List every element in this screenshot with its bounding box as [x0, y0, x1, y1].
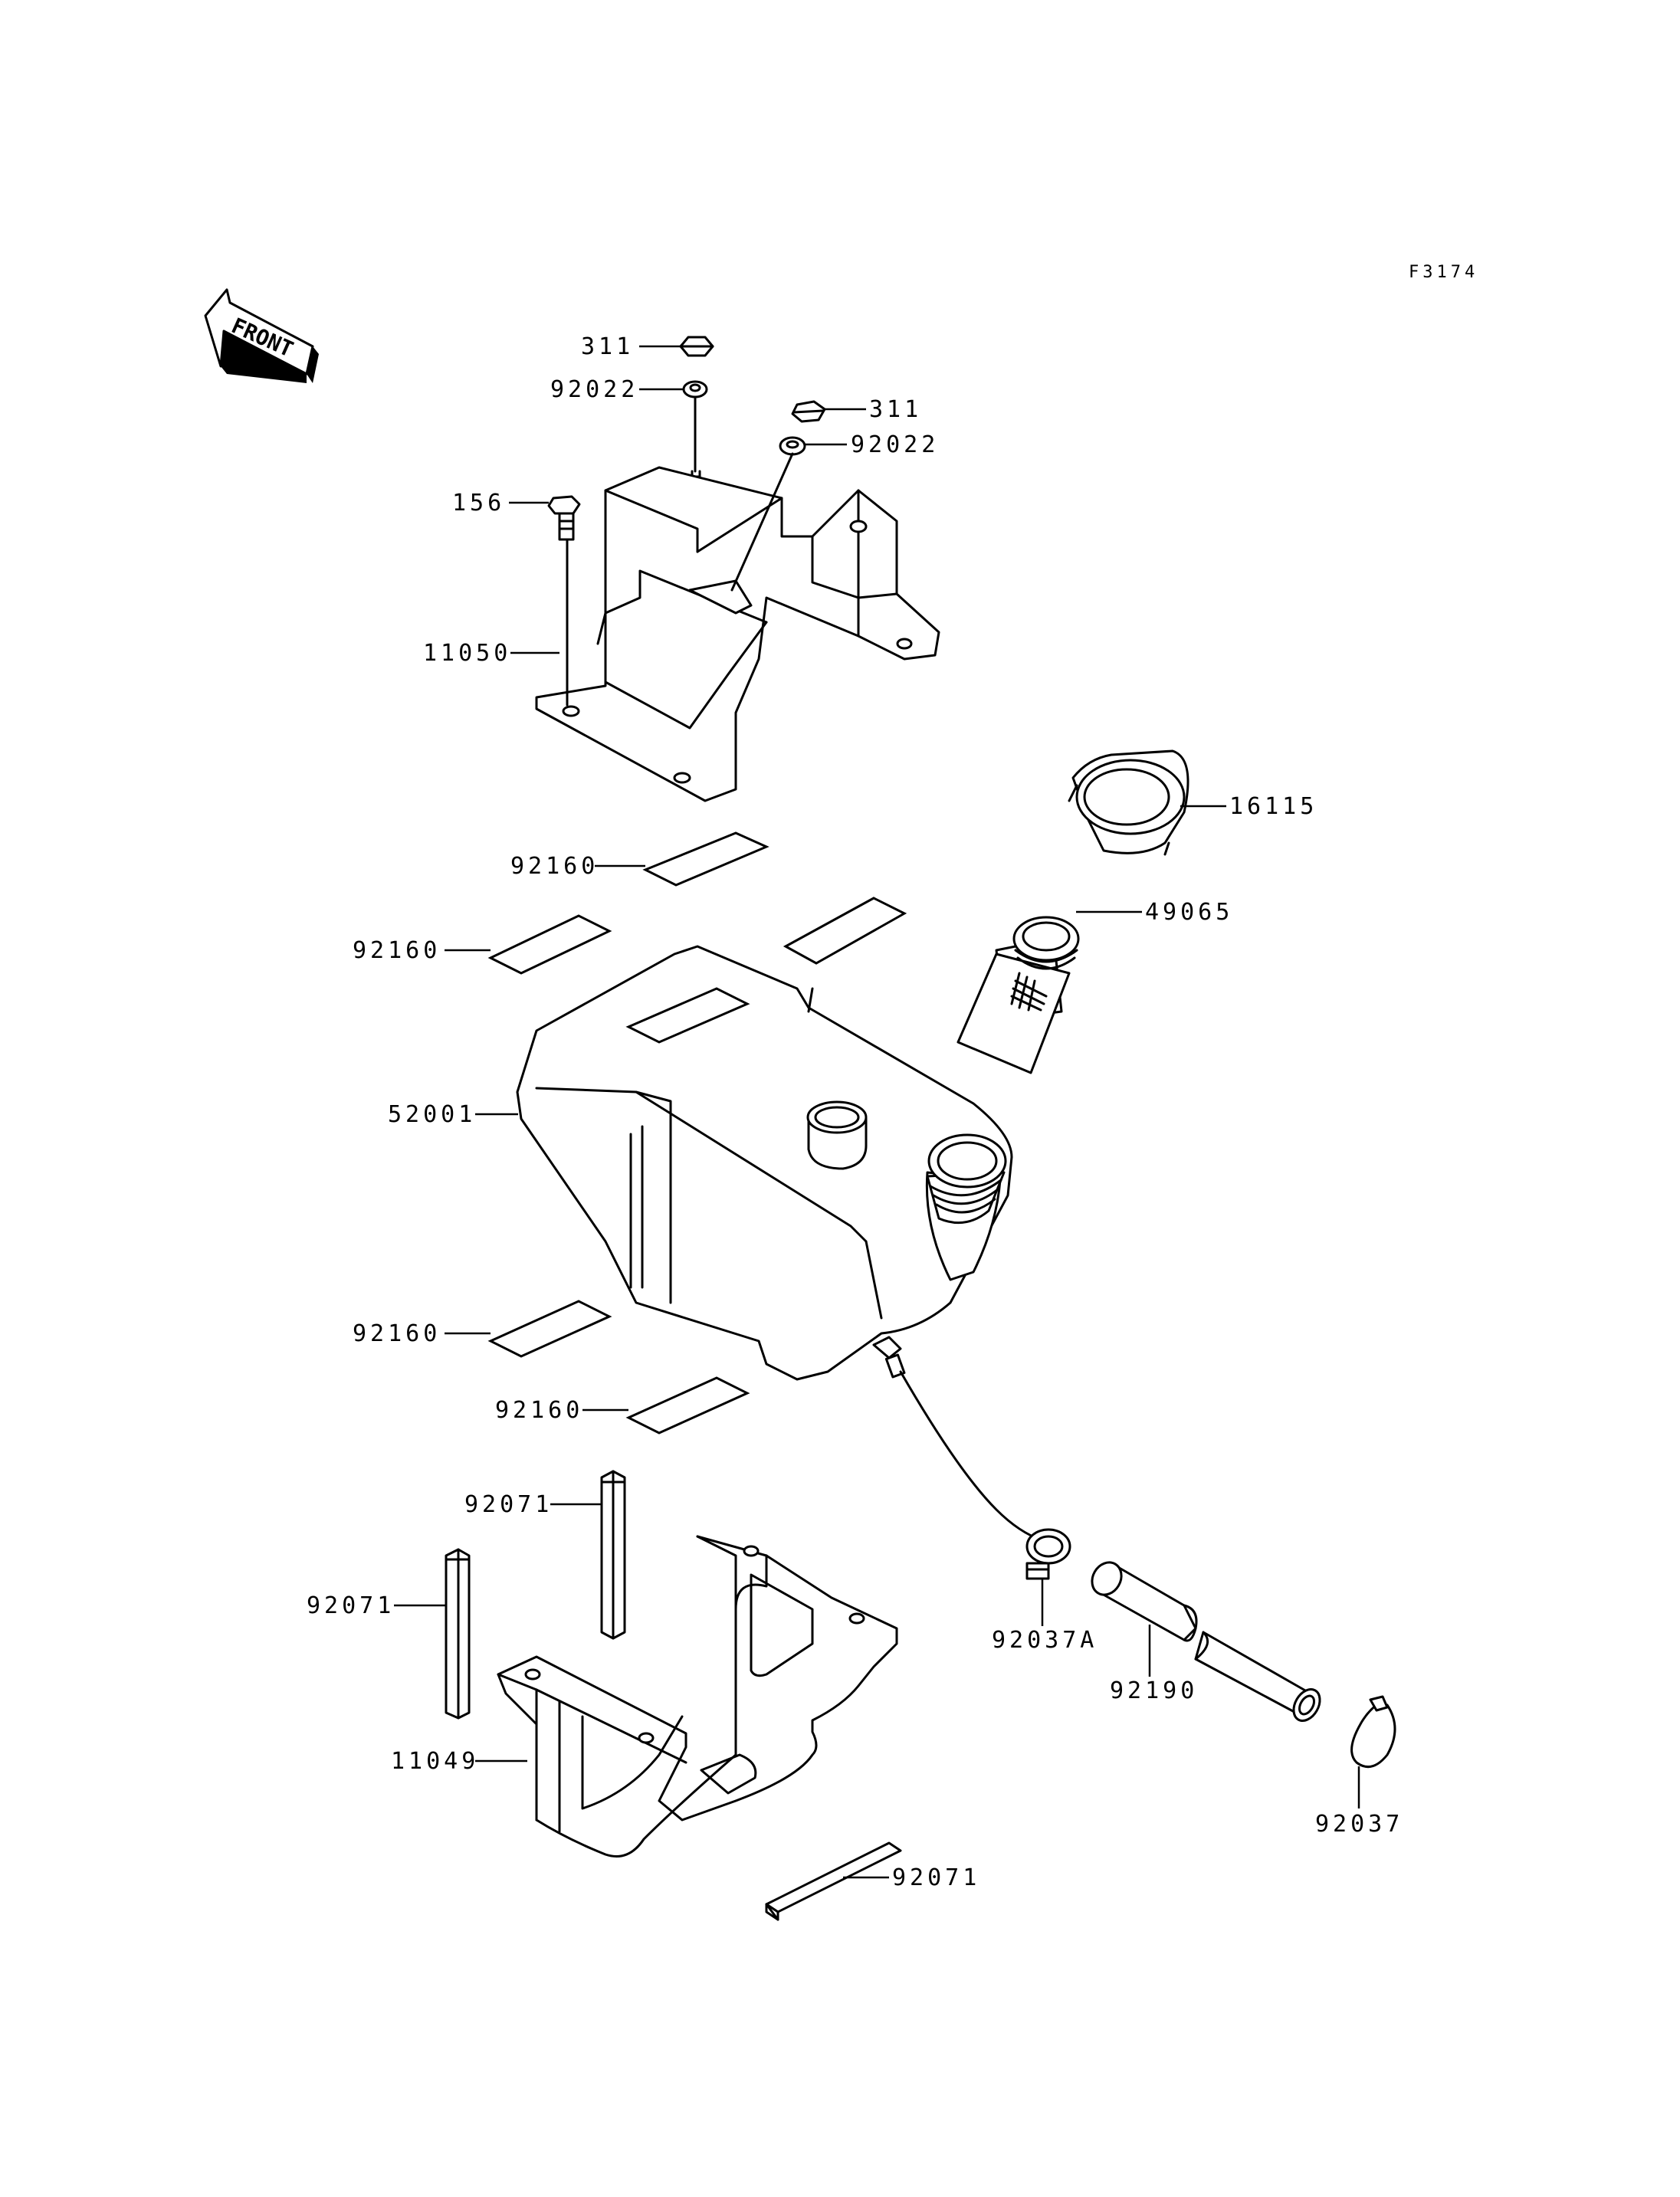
- filler-neck-icon: [925, 1133, 1007, 1281]
- rubber-strip: [445, 1548, 471, 1720]
- rubber-pad: [487, 914, 612, 975]
- clamp-icon: [1025, 1528, 1071, 1580]
- rubber-pad: [625, 1376, 750, 1435]
- figure-reference: F3174: [1409, 263, 1478, 282]
- part-label-pad: 92160: [495, 1397, 583, 1424]
- part-label-rubber-strip: 92071: [892, 1864, 980, 1891]
- part-label-washer: 92022: [851, 431, 939, 458]
- fuel-line: [899, 1370, 1044, 1542]
- tank-inlet-icon: [806, 1100, 868, 1170]
- part-label-pad: 92160: [510, 853, 599, 880]
- fuel-tank: [516, 945, 1013, 1381]
- part-label-tank: 52001: [388, 1101, 476, 1128]
- part-label-pad: 92160: [353, 1320, 441, 1347]
- part-label-nut: 311: [869, 396, 922, 423]
- clamp-icon: [1350, 1695, 1396, 1769]
- leader-lines: [394, 345, 1360, 1879]
- washer-icon: [682, 380, 708, 398]
- front-arrow-icon: FRONT: [204, 288, 319, 383]
- upper-bracket: [535, 395, 940, 802]
- rubber-pad: [783, 897, 907, 965]
- part-label-upper-bracket: 11050: [423, 640, 511, 667]
- rubber-pad: [642, 831, 769, 887]
- part-label-hose: 92190: [1110, 1677, 1198, 1704]
- rubber-strip: [765, 1841, 902, 1921]
- part-label-nut: 311: [581, 333, 634, 360]
- part-label-rubber-strip: 92071: [307, 1592, 395, 1619]
- rubber-pad: [625, 987, 750, 1044]
- part-label-bolt: 156: [452, 490, 505, 516]
- mesh-icon: [1010, 972, 1048, 1012]
- rubber-strip: [600, 1470, 626, 1640]
- part-label-clamp: 92037: [1315, 1811, 1403, 1838]
- lower-bracket: [497, 1535, 898, 1858]
- part-label-filler-strainer: 49065: [1145, 899, 1233, 926]
- fuel-hose: [1091, 1561, 1321, 1722]
- bolt-icon: [547, 495, 581, 541]
- part-label-washer: 92022: [550, 376, 638, 403]
- washer-icon: [779, 436, 806, 456]
- nut-icon: [791, 400, 826, 423]
- part-label-rubber-strip: 92071: [464, 1491, 553, 1518]
- filler-strainer: [956, 916, 1080, 1074]
- nut-icon: [679, 336, 714, 357]
- part-label-clamp: 92037A: [992, 1627, 1098, 1654]
- part-label-lower-bracket: 11049: [391, 1748, 479, 1775]
- part-label-cap: 16115: [1229, 793, 1317, 820]
- part-label-pad: 92160: [353, 937, 441, 964]
- fuel-cap: [1068, 749, 1189, 856]
- rubber-pad: [487, 1300, 612, 1358]
